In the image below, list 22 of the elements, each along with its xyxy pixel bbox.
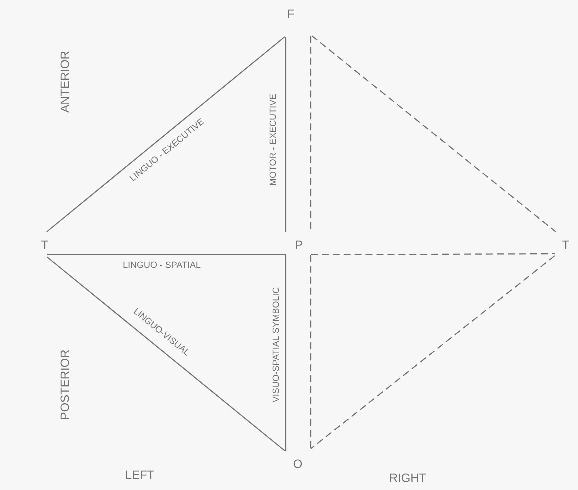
connector-line <box>47 254 286 256</box>
edge-label: MOTOR - EXECUTIVE <box>270 94 276 186</box>
region-label: RIGHT <box>390 474 426 482</box>
vertex-letter: P <box>296 240 302 250</box>
vertex-letter: F <box>288 10 294 18</box>
connector-line <box>311 253 555 256</box>
vertex-letter: T <box>42 240 48 250</box>
connector-line <box>285 37 287 232</box>
edge-label: VISUO-SPATIAL SYMBOLIC <box>272 288 280 403</box>
connector-line <box>310 36 312 232</box>
region-label: LEFT <box>126 470 154 480</box>
connector-line <box>46 256 286 452</box>
connector-line <box>46 36 286 232</box>
region-label: ANTERIOR <box>60 52 70 113</box>
connector-line <box>285 255 287 451</box>
connector-line <box>310 256 556 450</box>
edge-label: LINGUO - SPATIAL <box>124 262 201 268</box>
region-label: POSTERIOR <box>60 350 70 420</box>
connector-line <box>312 36 556 232</box>
vertex-letter: T <box>562 240 570 250</box>
vertex-letter: O <box>294 460 302 468</box>
connector-line <box>310 255 312 449</box>
